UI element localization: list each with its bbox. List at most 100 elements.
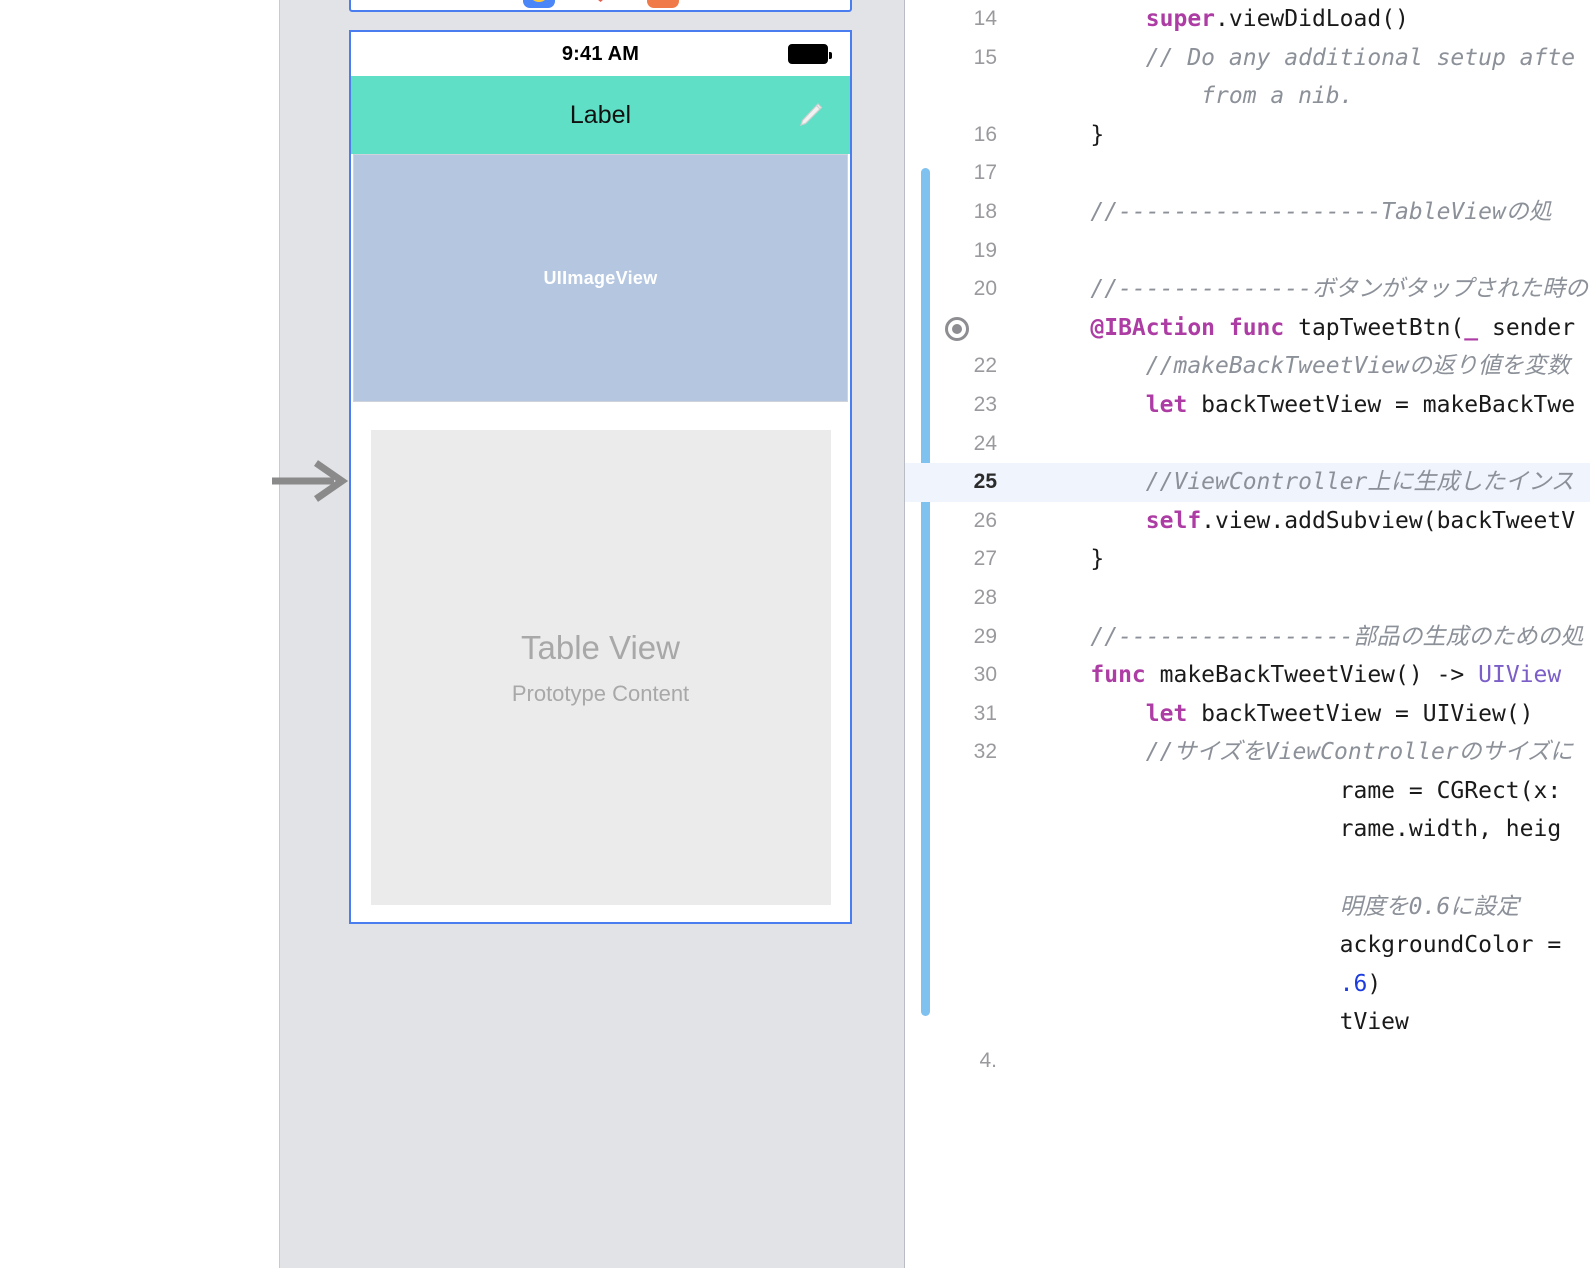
outline-item[interactable]: on: [0, 20, 280, 56]
code-line[interactable]: 4.: [905, 1042, 1590, 1081]
pencil-compose-icon[interactable]: [794, 99, 826, 131]
line-number: 27: [973, 547, 997, 571]
code-line[interactable]: 17: [905, 154, 1590, 193]
line-number: 29: [973, 624, 997, 648]
code-line[interactable]: 15 // Do any additional setup afte: [905, 39, 1590, 78]
outline-item-label: straints: [0, 128, 280, 164]
code-line[interactable]: 19: [905, 232, 1590, 271]
change-bar: [921, 168, 930, 1016]
code-line-source: }: [1035, 121, 1105, 148]
code-line[interactable]: ackgroundColor =: [905, 926, 1590, 965]
table-view-container: Table View Prototype Content: [351, 402, 850, 922]
code-line[interactable]: from a nib.: [905, 77, 1590, 116]
storyboard-scene-viewcontroller[interactable]: 9:41 AM Label UIImageView: [349, 30, 852, 924]
code-line[interactable]: [905, 849, 1590, 888]
source-code-editor[interactable]: 14 super.viewDidLoad()15 // Do any addit…: [905, 0, 1590, 1268]
code-line[interactable]: 28: [905, 579, 1590, 618]
storyboard-scene-above[interactable]: [349, 0, 852, 12]
line-number: 20: [973, 277, 997, 301]
code-line[interactable]: 22 //makeBackTweetViewの返り値を変数: [905, 347, 1590, 386]
storyboard-canvas[interactable]: 9:41 AM Label UIImageView: [272, 0, 905, 1268]
code-line[interactable]: 14 super.viewDidLoad(): [905, 0, 1590, 39]
code-lines[interactable]: 14 super.viewDidLoad()15 // Do any addit…: [905, 0, 1590, 1081]
code-line-source: self.view.addSubview(backTweetV: [1145, 507, 1576, 534]
code-line[interactable]: rame = CGRect(x:: [905, 772, 1590, 811]
code-line[interactable]: 27 }: [905, 540, 1590, 579]
code-line[interactable]: 明度を0.6に設定: [905, 888, 1590, 927]
code-line-source: //ViewController上に生成したインス: [1035, 469, 1574, 496]
document-outline-panel[interactable]: on el onstraints straints iew aints er n…: [0, 0, 280, 1268]
line-number: 14: [973, 7, 997, 30]
line-number: 17: [973, 161, 997, 185]
code-line-source: func makeBackTweetView() -> UIView: [1090, 662, 1562, 689]
code-line[interactable]: tView: [905, 1003, 1590, 1042]
outline-item-entry-point[interactable]: ntry Point: [0, 308, 280, 344]
outline-item-label: on: [0, 20, 280, 56]
outline-item[interactable]: onstraints: [0, 92, 280, 128]
code-line[interactable]: 31 let backTweetView = UIView(): [905, 695, 1590, 734]
status-bar: 9:41 AM: [351, 32, 850, 76]
code-line[interactable]: rame.width, heig: [905, 810, 1590, 849]
line-number: 30: [973, 663, 997, 687]
code-line[interactable]: 30 func makeBackTweetView() -> UIView: [905, 656, 1590, 695]
line-number: 23: [973, 392, 997, 416]
status-bar-time: 9:41 AM: [561, 42, 640, 65]
line-number: 24: [973, 431, 997, 455]
image-view-label: UIImageView: [543, 267, 658, 288]
code-line-source: .6): [1339, 970, 1382, 997]
code-line[interactable]: 16 }: [905, 116, 1590, 155]
code-line-source: tView: [1035, 1009, 1409, 1036]
line-number: 31: [973, 701, 997, 725]
outline-list: on el onstraints straints iew aints er n…: [0, 20, 280, 344]
line-number: 16: [973, 122, 997, 146]
code-line-source: let backTweetView = UIView(): [1145, 700, 1534, 727]
line-number: 28: [973, 585, 997, 609]
battery-full-icon: [788, 44, 832, 64]
table-view-subtitle: Prototype Content: [511, 680, 690, 706]
tab-icon-red: [585, 0, 617, 8]
ibaction-connection-icon[interactable]: [945, 316, 969, 341]
outline-item[interactable]: er: [0, 236, 280, 272]
code-line-source: //-------------------TableViewの処: [1035, 198, 1552, 225]
line-number: 22: [973, 354, 997, 378]
code-line[interactable]: 32 //サイズをViewControllerのサイズに: [905, 733, 1590, 772]
code-line[interactable]: 29 //-----------------部品の生成のための処: [905, 618, 1590, 657]
code-line-source: //makeBackTweetViewの返り値を変数: [1035, 353, 1570, 380]
outline-item[interactable]: aints: [0, 200, 280, 236]
ui-image-view[interactable]: UIImageView: [353, 154, 848, 402]
outline-item[interactable]: straints: [0, 128, 280, 164]
code-line[interactable]: 26 self.view.addSubview(backTweetV: [905, 502, 1590, 541]
line-number: 26: [973, 508, 997, 532]
tab-icon-orange: [646, 0, 679, 8]
code-line-source: }: [1035, 546, 1105, 573]
code-line-source: super.viewDidLoad(): [1145, 6, 1409, 32]
table-view-title: Table View: [521, 628, 680, 666]
outline-item-label: el: [0, 56, 280, 92]
code-line[interactable]: 18 //-------------------TableViewの処: [905, 193, 1590, 232]
outline-item[interactable]: iew: [0, 164, 280, 200]
ui-table-view[interactable]: Table View Prototype Content: [370, 430, 831, 905]
navigation-bar[interactable]: Label: [351, 76, 850, 154]
outline-item-label: iew: [0, 164, 280, 200]
code-line-source: //サイズをViewControllerのサイズに: [1035, 739, 1573, 766]
tab-icon-yellow: [522, 0, 555, 8]
code-line-source: rame = CGRect(x:: [1035, 777, 1562, 804]
outline-item[interactable]: el: [0, 56, 280, 92]
code-line-source: 明度を0.6に設定: [1035, 893, 1520, 920]
code-line[interactable]: .6): [905, 965, 1590, 1004]
code-line[interactable]: 25 //ViewController上に生成したインス: [905, 463, 1590, 502]
code-line[interactable]: @IBAction func tapTweetBtn(_ sender: [905, 309, 1590, 348]
storyboard-entry-point-arrow: [272, 460, 349, 502]
code-line-source: //--------------ボタンがタップされた時の: [1035, 276, 1588, 303]
outline-item-label: aints: [0, 200, 280, 236]
line-number: 32: [973, 740, 997, 764]
code-line[interactable]: 24: [905, 425, 1590, 464]
code-line[interactable]: 20 //--------------ボタンがタップされた時の: [905, 270, 1590, 309]
tab-bar-icons: [351, 0, 850, 8]
outline-item-label: onstraints: [0, 92, 280, 128]
code-line-source: from a nib.: [1035, 83, 1354, 110]
code-line-source: ackgroundColor =: [1035, 932, 1562, 959]
code-line[interactable]: 23 let backTweetView = makeBackTwe: [905, 386, 1590, 425]
code-line-source: // Do any additional setup afte: [1035, 44, 1576, 71]
